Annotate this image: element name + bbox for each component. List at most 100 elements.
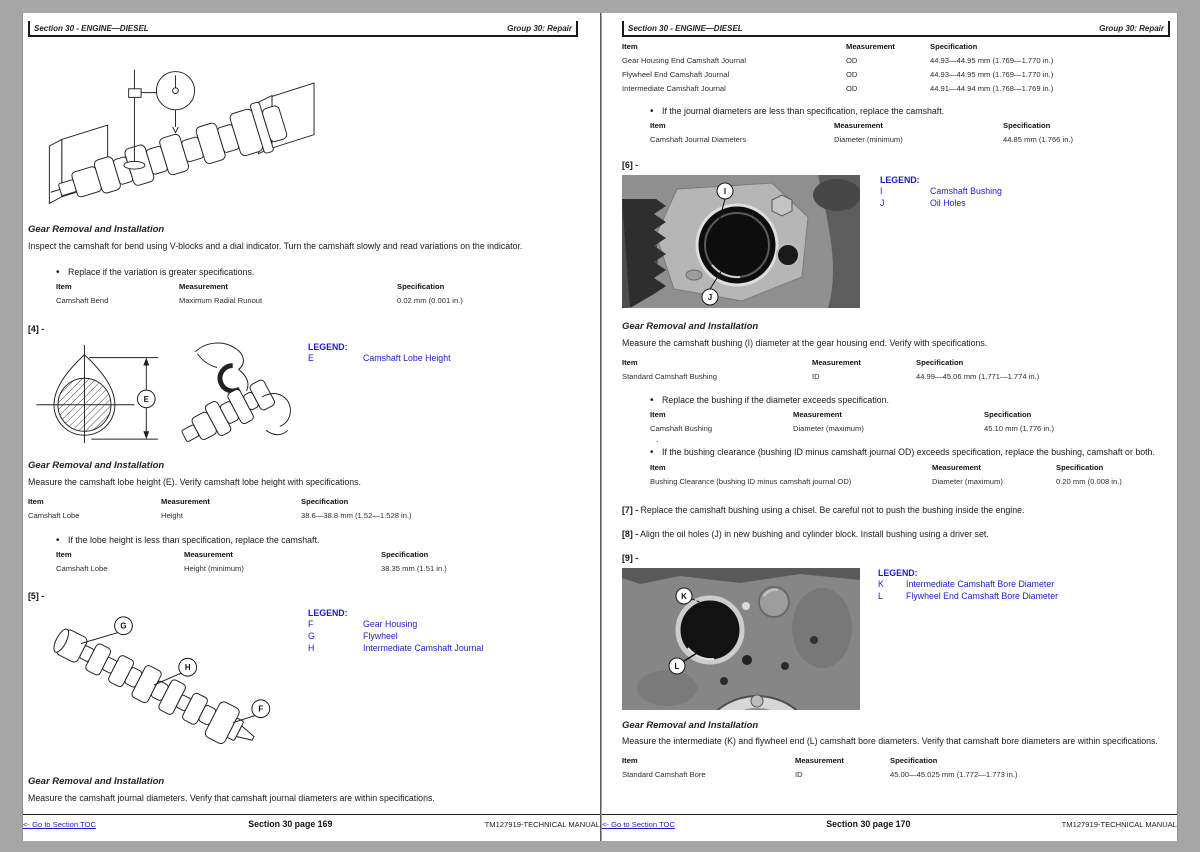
cell-specification: 44.93—44.95 mm (1.769—1.770 in.) bbox=[930, 70, 1054, 79]
callout-J: J bbox=[708, 293, 712, 302]
legend-key: E bbox=[308, 353, 314, 364]
page-footer: <- Go to Section TOC Section 30 page 170… bbox=[602, 814, 1177, 829]
legend-link[interactable]: Oil Holes bbox=[930, 198, 966, 209]
step-text-7: Replace the camshaft bushing using a chi… bbox=[640, 504, 1025, 515]
step-label-7: [7] - bbox=[622, 504, 639, 515]
page-header-group: Group 30: Repair bbox=[507, 24, 572, 33]
col-header-measurement: Measurement bbox=[834, 121, 883, 131]
col-header-item: Item bbox=[56, 550, 72, 560]
paragraph: Measure the camshaft bushing (I) diamete… bbox=[622, 338, 988, 349]
legend-link[interactable]: Camshaft Bushing bbox=[930, 186, 1002, 197]
spec-table: Item Measurement Specification Camshaft … bbox=[650, 409, 1170, 436]
cell-item: Standard Camshaft Bore bbox=[622, 770, 706, 780]
legend-key: G bbox=[308, 630, 315, 641]
legend-key: L bbox=[878, 590, 883, 601]
col-header-measurement: Measurement bbox=[846, 42, 895, 51]
step-label-8: [8] - bbox=[622, 529, 639, 540]
section-heading: Gear Removal and Installation bbox=[28, 776, 165, 788]
bullet-item: If the journal diameters are less than s… bbox=[622, 105, 1170, 118]
camshaft-bore-photo: K L bbox=[622, 567, 860, 710]
cell-measurement: Maximum Radial Runout bbox=[179, 296, 263, 306]
col-header-measurement: Measurement bbox=[795, 756, 844, 766]
step-label-4: [4] - bbox=[28, 324, 45, 335]
legend-key: I bbox=[880, 186, 883, 197]
go-to-section-toc-link[interactable]: <- Go to Section TOC bbox=[602, 820, 675, 829]
col-header-measurement: Measurement bbox=[179, 282, 228, 292]
manual-id-label: TM127919-TECHNICAL MANUAL bbox=[484, 820, 600, 829]
manual-page-170: Section 30 - ENGINE—DIESEL Group 30: Rep… bbox=[602, 13, 1178, 841]
legend-title: LEGEND: bbox=[878, 567, 918, 578]
col-header-specification: Specification bbox=[916, 358, 964, 368]
legend-link[interactable]: Flywheel End Camshaft Bore Diameter bbox=[906, 590, 1059, 601]
cell-specification: 38.35 mm (1.51 in.) bbox=[381, 564, 447, 574]
legend-link[interactable]: Gear Housing bbox=[363, 619, 418, 630]
col-header-specification: Specification bbox=[301, 496, 349, 506]
cell-measurement: OD bbox=[846, 84, 858, 93]
figure-legend: LEGEND: E Camshaft Lobe Height bbox=[308, 342, 451, 365]
step-7: [7] - Replace the camshaft bushing using… bbox=[622, 505, 1170, 516]
spec-table: Item Measurement Specification Camshaft … bbox=[56, 549, 578, 576]
manual-id-label: TM127919-TECHNICAL MANUAL bbox=[1061, 820, 1177, 829]
step-label-9: [9] - bbox=[622, 552, 639, 563]
col-header-measurement: Measurement bbox=[793, 410, 842, 420]
page-header-group: Group 30: Repair bbox=[1099, 24, 1164, 33]
col-header-item: Item bbox=[650, 121, 666, 131]
section-heading: Gear Removal and Installation bbox=[622, 321, 759, 333]
callout-G: G bbox=[120, 622, 126, 631]
stray-period: . bbox=[656, 434, 659, 445]
step-text-8: Align the oil holes (J) in new bushing a… bbox=[640, 529, 989, 540]
cell-measurement: Diameter (maximum) bbox=[932, 476, 1003, 486]
cell-measurement: Diameter (maximum) bbox=[793, 424, 864, 434]
cell-specification: 45.00—45.025 mm (1.772—1.773 in.) bbox=[890, 770, 1018, 780]
page-footer: <- Go to Section TOC Section 30 page 169… bbox=[23, 814, 600, 829]
col-header-specification: Specification bbox=[397, 282, 445, 292]
page-number-label: Section 30 page 170 bbox=[826, 819, 911, 829]
col-header-specification: Specification bbox=[1056, 462, 1104, 472]
step-label-6: [6] - bbox=[622, 160, 639, 171]
spec-table: Item Measurement Specification Gear Hous… bbox=[622, 41, 1170, 96]
paragraph: Measure the intermediate (K) and flywhee… bbox=[622, 735, 1158, 746]
legend-key: H bbox=[308, 642, 315, 653]
bullet-item: If the bushing clearance (bushing ID min… bbox=[622, 446, 1170, 459]
cell-item: Camshaft Bushing bbox=[650, 424, 713, 434]
cell-measurement: Height (minimum) bbox=[184, 564, 244, 574]
section-heading: Gear Removal and Installation bbox=[28, 224, 165, 235]
cell-measurement: ID bbox=[795, 770, 803, 780]
col-header-measurement: Measurement bbox=[932, 462, 981, 472]
col-header-measurement: Measurement bbox=[184, 550, 233, 560]
spec-table: Item Measurement Specification Camshaft … bbox=[56, 281, 578, 308]
cell-measurement: OD bbox=[846, 56, 858, 65]
cell-item: Camshaft Lobe bbox=[56, 564, 108, 574]
col-header-item: Item bbox=[622, 358, 638, 368]
manual-page-169: Section 30 - ENGINE—DIESEL Group 30: Rep… bbox=[22, 13, 601, 841]
go-to-section-toc-link[interactable]: <- Go to Section TOC bbox=[23, 820, 96, 829]
cell-measurement: Diameter (minimum) bbox=[834, 135, 903, 145]
cell-specification: 0.02 mm (0.001 in.) bbox=[397, 296, 463, 306]
cam-lobe-height-figure: E bbox=[36, 342, 291, 444]
spec-table: Item Measurement Specification Camshaft … bbox=[28, 496, 578, 523]
legend-title: LEGEND: bbox=[308, 342, 348, 353]
step-label-5: [5] - bbox=[28, 591, 45, 602]
legend-link[interactable]: Intermediate Camshaft Journal bbox=[363, 642, 484, 653]
callout-E: E bbox=[144, 395, 149, 404]
col-header-specification: Specification bbox=[890, 756, 938, 766]
col-header-item: Item bbox=[28, 496, 44, 506]
camshaft-dial-indicator-figure bbox=[48, 69, 315, 205]
col-header-item: Item bbox=[650, 410, 666, 420]
camshaft-bushing-photo: I J bbox=[622, 175, 860, 309]
camshaft-journals-figure: G H F bbox=[53, 616, 271, 745]
cell-item: Flywheel End Camshaft Journal bbox=[622, 70, 730, 79]
section-heading: Gear Removal and Installation bbox=[622, 719, 759, 731]
page-number-label: Section 30 page 169 bbox=[248, 819, 333, 829]
col-header-specification: Specification bbox=[1003, 121, 1051, 131]
legend-link[interactable]: Flywheel bbox=[363, 630, 398, 641]
legend-link[interactable]: Camshaft Lobe Height bbox=[363, 353, 451, 364]
col-header-measurement: Measurement bbox=[161, 496, 210, 506]
cell-specification: 44.91—44.94 mm (1.768—1.769 in.) bbox=[930, 84, 1054, 93]
cell-item: Bushing Clearance (bushing ID minus cams… bbox=[650, 476, 852, 486]
cell-specification: 38.6—38.8 mm (1.52—1.528 in.) bbox=[301, 510, 412, 520]
legend-link[interactable]: Intermediate Camshaft Bore Diameter bbox=[906, 578, 1055, 589]
